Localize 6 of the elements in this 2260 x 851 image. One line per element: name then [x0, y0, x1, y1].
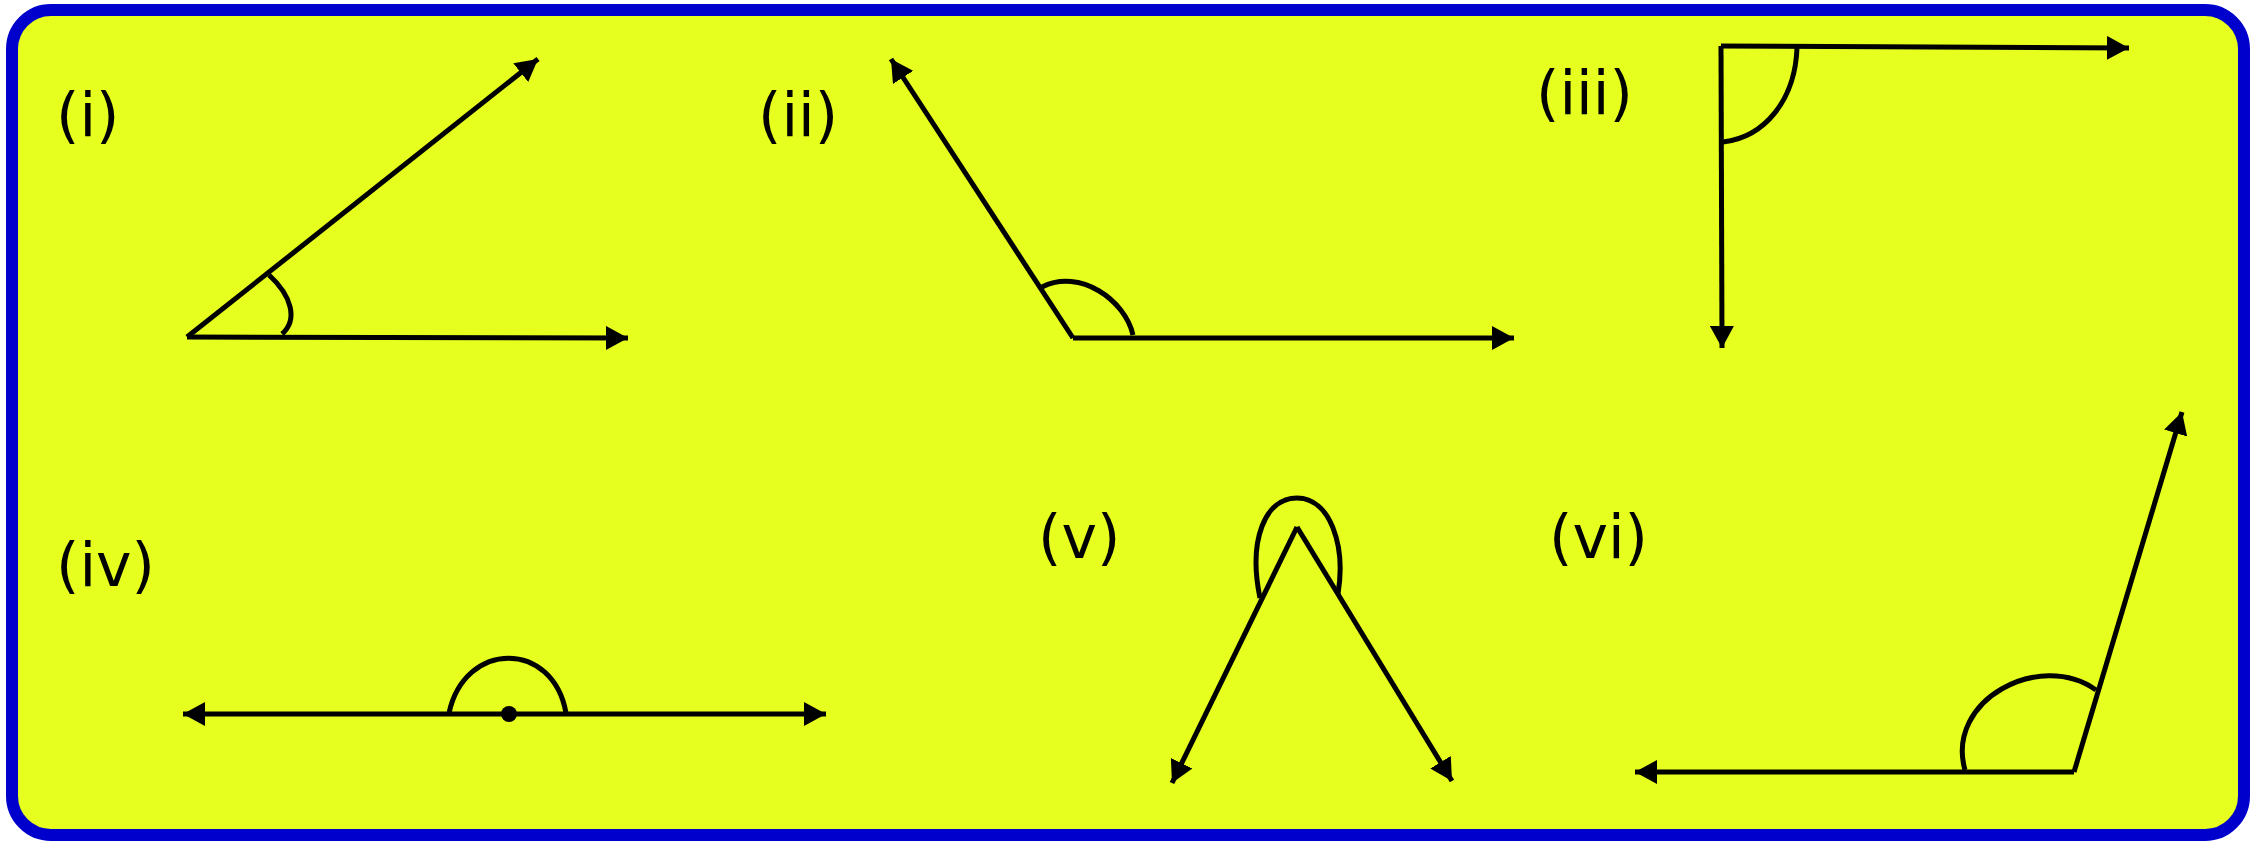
figure-label: (vi) [1549, 507, 1648, 567]
figure-label: (iii) [1536, 63, 1633, 123]
figure-label: (v) [1038, 507, 1121, 567]
figure-label: (iv) [56, 535, 155, 595]
figure-label: (i) [56, 85, 120, 145]
figure-label: (ii) [758, 85, 839, 145]
